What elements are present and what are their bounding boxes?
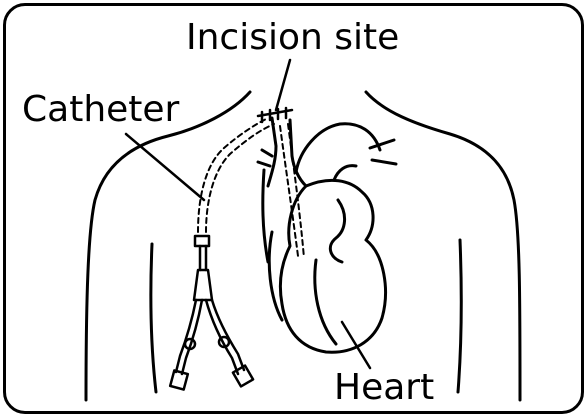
heart-label: Heart (334, 370, 434, 406)
left-arm-crease (151, 244, 156, 392)
catheter-lumen-right-2 (212, 300, 244, 370)
right-branch-vessels (370, 140, 396, 164)
neck-vein-left (268, 118, 276, 186)
catheter-external-tube (200, 246, 206, 270)
heart-septum (315, 260, 336, 344)
incision-site-label: Incision site (186, 20, 399, 56)
torso-right-outline (366, 92, 520, 400)
right-arm-crease (458, 240, 461, 392)
catheter-tunnel-outer (198, 118, 268, 232)
left-branch-vessels (258, 150, 272, 166)
catheter-cuff (195, 236, 209, 246)
leader-heart (342, 322, 370, 368)
heart-groove (330, 200, 344, 262)
torso-left-outline (86, 92, 250, 400)
aortic-arch (296, 124, 380, 172)
leader-catheter (126, 134, 204, 200)
heart-outline (280, 180, 385, 352)
heart-vessel-top (334, 166, 356, 180)
catheter-lumen-left-2 (182, 300, 202, 374)
leader-incision (276, 60, 290, 110)
cap-left-icon (170, 370, 188, 389)
catheter-label: Catheter (22, 92, 179, 128)
catheter-bifurcation (194, 270, 212, 300)
